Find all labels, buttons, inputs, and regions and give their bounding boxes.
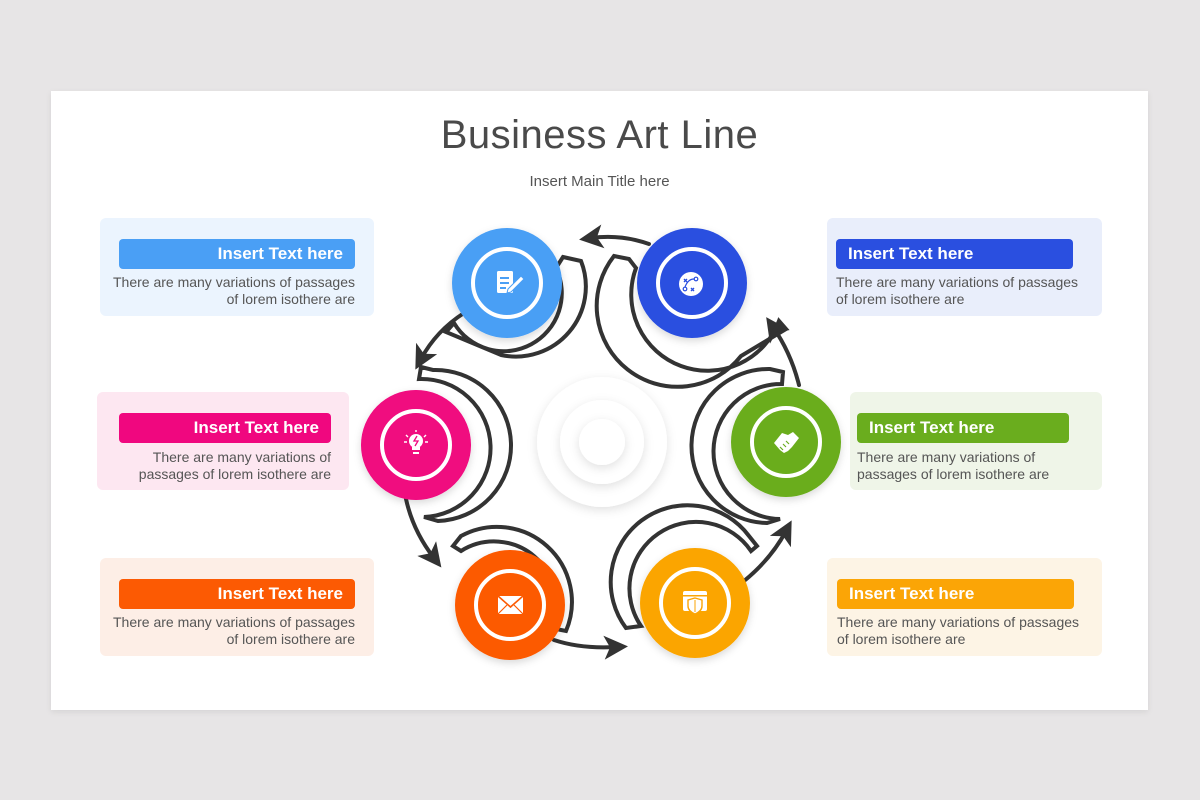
card-pink-heading: Insert Text here [119,413,331,443]
card-yellow-line2: of lorem isothere are [837,631,966,647]
center-target [537,377,667,507]
card-blue-line1: There are many variations of passages [112,274,355,290]
mail-envelope-icon [497,595,524,615]
card-yellow-text: There are many variations of passages of… [837,614,1097,648]
arrow-orange-to-yellow [552,635,628,660]
card-navy-line2: of lorem isothere are [836,291,965,307]
card-orange-line1: There are many variations of passages [112,614,355,630]
slide-title: Business Art Line [440,113,759,157]
card-yellow-heading: Insert Text here [837,579,1074,609]
card-navy-text: There are many variations of passages of… [836,274,1096,308]
cycle-diagram [361,224,841,660]
arrow-navy-to-blue [579,224,651,249]
card-blue: Insert Text here There are many variatio… [100,218,374,316]
card-green-text: There are many variations of passages of… [857,449,1097,483]
card-green-heading: Insert Text here [857,413,1069,443]
band-orange [450,524,574,634]
band-green [689,366,786,526]
arrow-pink-to-orange [404,497,442,568]
slide-subtitle: Insert Main Title here [529,173,670,190]
band-navy [594,253,790,389]
card-yellow-line1: There are many variations of passages [837,614,1080,630]
slide: Business Art Line Insert Main Title here… [51,91,1148,710]
card-orange-text: There are many variations of passages of… [110,614,355,648]
web-security-icon [683,591,707,615]
card-orange-line2: of lorem isothere are [226,631,355,647]
card-navy-line1: There are many variations of passages [836,274,1079,290]
card-navy-heading: Insert Text here [836,239,1073,269]
card-pink: Insert Text here There are many variatio… [97,392,349,490]
arrow-blue-to-pink [415,311,466,370]
card-blue-heading: Insert Text here [119,239,355,269]
card-orange-heading: Insert Text here [119,579,355,609]
card-blue-line2: of lorem isothere are [226,291,355,307]
band-pink [416,364,514,524]
card-green: Insert Text here There are many variatio… [850,392,1102,490]
arrow-yellow-to-green [742,520,792,583]
band-blue [442,254,588,359]
card-pink-line2: passages of lorem isothere are [138,466,331,482]
card-pink-text: There are many variations of passages of… [107,449,331,483]
document-edit-icon [497,271,525,294]
card-pink-line1: There are many variations of [152,449,331,465]
lightbulb-idea-icon [404,430,428,454]
band-yellow [608,503,760,631]
card-green-line2: passages of lorem isothere are [857,466,1050,482]
card-green-line1: There are many variations of [857,449,1036,465]
strategy-plan-icon [679,272,703,296]
band-arcs [416,253,790,634]
card-orange: Insert Text here There are many variatio… [100,558,374,656]
card-yellow: Insert Text here There are many variatio… [827,558,1102,656]
handshake-icon [774,432,799,453]
card-blue-text: There are many variations of passages of… [110,274,355,308]
card-navy: Insert Text here There are many variatio… [827,218,1102,316]
